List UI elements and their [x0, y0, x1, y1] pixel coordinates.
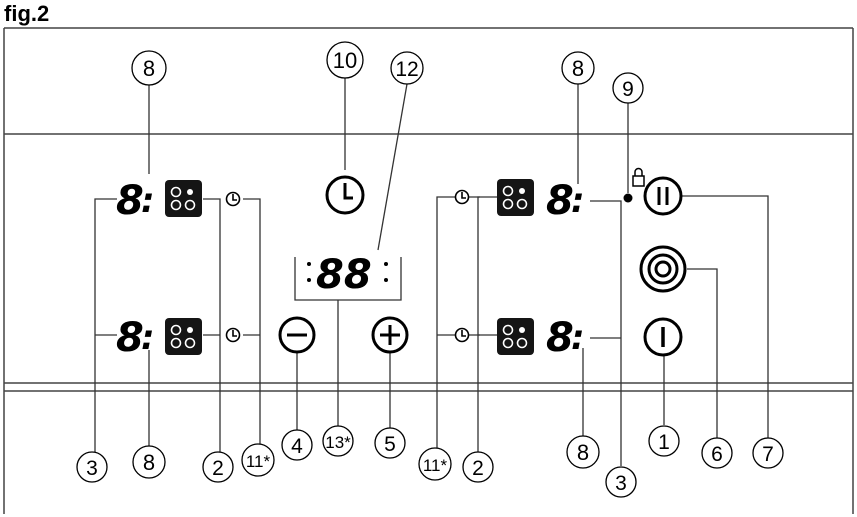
svg-text:11*: 11* [246, 452, 271, 471]
timer-indicator-icon [454, 189, 470, 205]
timer-digits: 88 [316, 252, 372, 298]
callout-11-left: 11* [241, 443, 275, 477]
zone-separator: : [571, 181, 585, 221]
callout-9: 9 [612, 72, 644, 104]
zone-display-bottom-left: 8 : [116, 315, 155, 361]
zone-selector-top-left[interactable] [165, 180, 202, 217]
callout-10: 10 [326, 41, 364, 79]
svg-text:9: 9 [622, 78, 634, 101]
leader-lines [94, 78, 769, 466]
callout-3-right: 3 [605, 466, 637, 498]
callout-5: 5 [374, 427, 406, 459]
minus-button[interactable] [278, 316, 316, 354]
zone-display-top-left: 8 : [116, 178, 155, 224]
figure-label: fig.2 [4, 1, 50, 26]
callout-7: 7 [752, 437, 784, 469]
zone-digit-top-left: 8 [116, 178, 144, 224]
callout-13: 13* [322, 425, 354, 457]
svg-text:8: 8 [577, 440, 589, 465]
callout-11-right: 11* [418, 447, 452, 481]
svg-text:7: 7 [762, 443, 774, 466]
svg-text:5: 5 [384, 433, 396, 456]
svg-text:1: 1 [658, 431, 670, 454]
svg-text:8: 8 [572, 56, 584, 81]
plus-button[interactable] [371, 316, 409, 354]
callout-4: 4 [281, 429, 313, 461]
callout-2-left: 2 [202, 451, 234, 483]
callout-1: 1 [648, 425, 680, 457]
clock-icon[interactable] [325, 175, 365, 215]
zone-selector-top-right[interactable] [497, 179, 534, 216]
lock-indicator-dot [623, 193, 633, 203]
svg-text:13*: 13* [325, 433, 351, 452]
zone-digit-bottom-left: 8 [116, 315, 144, 361]
timer-indicator-icon [225, 327, 241, 343]
callout-3-left: 3 [76, 451, 108, 483]
svg-text:3: 3 [86, 457, 98, 480]
callout-2-right: 2 [462, 451, 494, 483]
svg-text:2: 2 [212, 457, 224, 480]
zone-selector-bottom-right[interactable] [497, 318, 534, 355]
svg-text:3: 3 [615, 472, 627, 495]
panel-frame [3, 27, 854, 514]
svg-text:2: 2 [472, 457, 484, 480]
zone-display-bottom-right: 8 : [546, 315, 585, 361]
svg-text:8: 8 [143, 450, 155, 475]
svg-text:4: 4 [291, 435, 303, 458]
callout-6: 6 [701, 437, 733, 469]
zone-selector-bottom-left[interactable] [165, 318, 202, 355]
svg-text:8: 8 [143, 56, 155, 81]
callout-8-top-right: 8 [561, 51, 595, 85]
zone-separator: : [571, 318, 585, 358]
callout-8-top-left: 8 [131, 50, 167, 86]
timer-indicator-icon [454, 327, 470, 343]
power-button[interactable] [643, 317, 683, 357]
lock-icon [623, 167, 645, 203]
zone-display-top-right: 8 : [546, 178, 585, 224]
callout-12: 12 [390, 51, 424, 85]
zone-digit-top-right: 8 [546, 178, 574, 224]
callout-8-bottom-left: 8 [132, 445, 166, 479]
zone-digit-bottom-right: 8 [546, 315, 574, 361]
zone-separator: : [141, 318, 155, 358]
booster-icon[interactable] [639, 245, 687, 293]
timer-indicator-icon [225, 191, 241, 207]
callout-8-bottom-right: 8 [566, 435, 600, 469]
zone-separator: : [141, 181, 155, 221]
timer-display: 88 [307, 252, 388, 298]
pause-button[interactable] [643, 176, 683, 216]
svg-text:6: 6 [711, 443, 723, 466]
svg-text:10: 10 [333, 48, 357, 73]
svg-text:12: 12 [395, 58, 418, 81]
svg-text:11*: 11* [423, 456, 448, 475]
